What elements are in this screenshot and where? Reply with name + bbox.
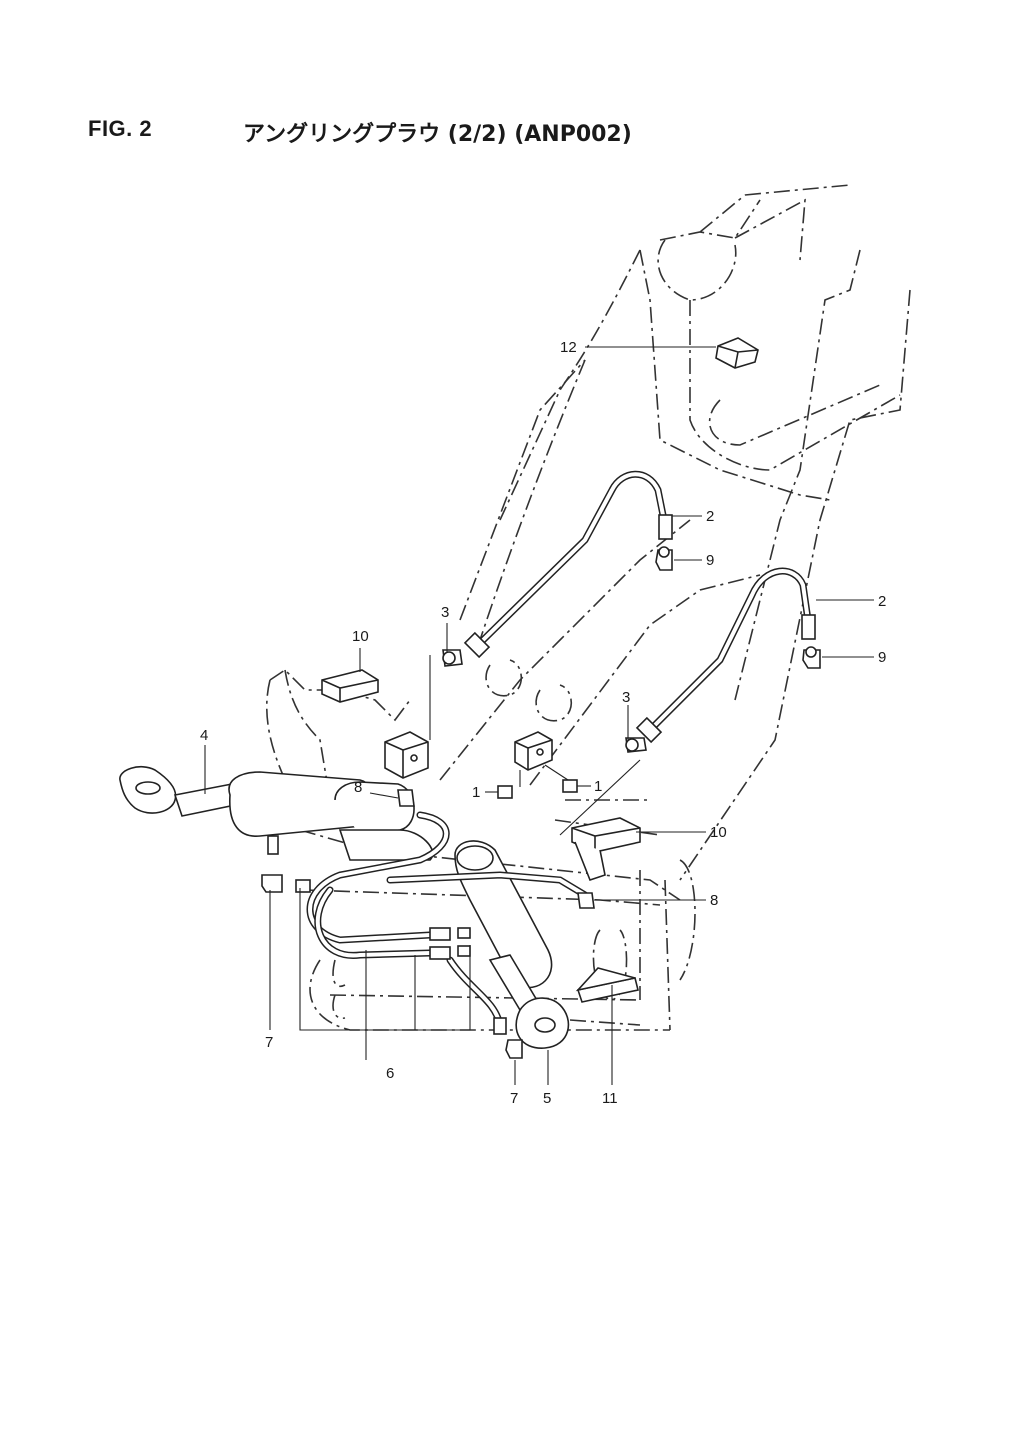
part-10-block-left [321, 669, 379, 703]
part-8-fitting-left [397, 789, 415, 807]
manifold-block-left [384, 731, 429, 779]
callout-10-right: 10 [710, 824, 727, 841]
callout-6: 6 [386, 1065, 394, 1082]
part-11-wedge [575, 967, 639, 1003]
part-12-pad [715, 337, 759, 369]
figure-label: FIG. 2 [88, 116, 153, 141]
callout-11: 11 [602, 1090, 618, 1107]
callout-12: 12 [560, 339, 577, 356]
part-8-fitting-right [577, 892, 595, 909]
part-2-upper-hose [463, 470, 673, 659]
callout-1-right: 1 [594, 778, 602, 795]
callout-10-left: 10 [352, 628, 369, 645]
callout-2-right: 2 [878, 593, 886, 610]
figure-header: FIG. 2 アングリングプラウ (2/2) (ANP002) [88, 116, 968, 156]
callout-5: 5 [543, 1090, 551, 1107]
part-5-cylinder [454, 840, 570, 1049]
figure-title: アングリングプラウ (2/2) (ANP002) [243, 122, 632, 147]
part-9-elbow-upper [655, 546, 673, 571]
callout-3-right: 3 [622, 689, 630, 706]
part-10-block-right [571, 817, 641, 881]
part-6-hoses [295, 811, 589, 1035]
callout-9-upper: 9 [706, 552, 714, 569]
part-3-elbow-left [442, 649, 463, 667]
part-4-cylinder [119, 765, 434, 861]
part-1-plug-left [497, 785, 513, 799]
callout-9-right: 9 [878, 649, 886, 666]
callout-labels: 12 2 9 2 9 3 10 3 4 8 1 1 10 8 7 6 7 5 1… [200, 339, 886, 1107]
part-3-elbow-right [625, 737, 647, 753]
leader-lines [204, 346, 874, 1085]
callout-1-left: 1 [472, 784, 480, 801]
phantom-frame-outline [266, 184, 911, 1031]
manifold-block-center [514, 731, 553, 771]
callout-8-right: 8 [710, 892, 718, 909]
part-2-right-hose [635, 567, 816, 744]
part-7-elbow-left [261, 874, 283, 893]
callout-8-left: 8 [354, 779, 362, 796]
callout-2-upper: 2 [706, 508, 714, 525]
callout-7-bottom: 7 [510, 1090, 518, 1107]
callout-7-left: 7 [265, 1034, 273, 1051]
part-7-elbow-bottom [505, 1039, 523, 1059]
callout-4: 4 [200, 727, 208, 744]
part-9-elbow-right [802, 646, 821, 669]
callout-3-left: 3 [441, 604, 449, 621]
part-1-plug-right [562, 779, 578, 793]
